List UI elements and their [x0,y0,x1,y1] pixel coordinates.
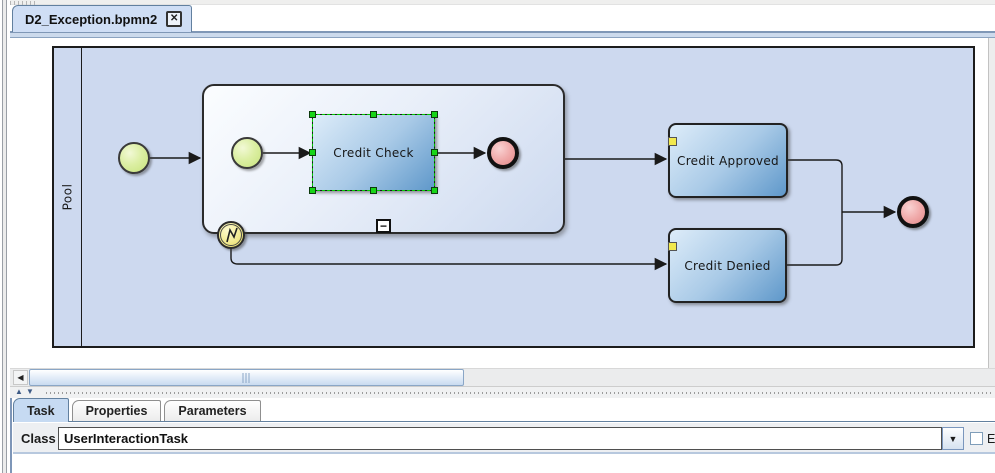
vertical-scrollbar-edge[interactable] [988,38,995,368]
selection-handle-n[interactable] [370,111,377,118]
tab-properties[interactable]: Properties [71,400,162,421]
flow-denied-to-merge [787,212,843,266]
task-credit-denied[interactable]: Credit Denied [668,228,787,303]
splitter-collapse-up-icon[interactable]: ▲ [15,387,23,396]
task-credit-approved[interactable]: Credit Approved [668,123,788,198]
task-credit-approved-label: Credit Approved [677,153,779,168]
editor-tab-title: D2_Exception.bpmn2 [25,11,158,27]
selection-handle-ne[interactable] [431,111,438,118]
selection-handle-sw[interactable] [309,187,316,194]
subprocess-collapse-icon[interactable]: − [376,219,391,233]
sequence-flows-layer[interactable] [10,38,988,368]
diagram-canvas: Pool − [10,38,988,368]
flow-boundary-to-denied [230,247,668,271]
selection-handle-nw[interactable] [309,111,316,118]
task-panel: Class ▼ Ex [13,421,995,473]
exclusive-checkbox[interactable] [970,432,983,445]
pool-label-band[interactable]: Pool [54,48,82,346]
tab-parameters[interactable]: Parameters [164,400,261,421]
splitpane-divider[interactable]: ▲ ▼ [10,387,995,398]
close-icon[interactable]: ✕ [166,11,183,27]
class-input[interactable] [58,427,942,450]
splitter-texture [46,392,993,394]
chevron-down-icon[interactable]: ▼ [942,427,964,450]
task-credit-check[interactable]: Credit Check [309,111,438,194]
end-event-final[interactable] [897,196,929,228]
task-credit-check-label: Credit Check [333,145,414,160]
toolbar-edge [0,0,995,5]
start-event-outer[interactable] [118,142,150,174]
tab-content-border [10,31,995,38]
error-boundary-event-icon [226,227,238,243]
selection-handle-se[interactable] [431,187,438,194]
selection-handle-w[interactable] [309,149,316,156]
horizontal-scrollbar[interactable]: ◀ [10,368,995,387]
scroll-left-icon[interactable]: ◀ [13,370,28,385]
tab-task-label: Task [27,403,55,418]
error-boundary-event[interactable] [217,221,245,249]
class-row: Class ▼ Ex [13,423,995,454]
selection-handle-s[interactable] [370,187,377,194]
start-event-subprocess[interactable] [231,137,263,169]
exclusive-checkbox-label: Ex [987,432,995,446]
tab-task[interactable]: Task [13,398,69,422]
scrollbar-grip-icon [242,373,251,383]
left-panel-border [0,0,10,473]
task-type-marker-icon [668,137,677,146]
toolbar-grip-dots [2,1,36,5]
horizontal-scrollbar-thumb[interactable] [29,369,464,386]
splitter-collapse-down-icon[interactable]: ▼ [26,387,34,396]
task-credit-denied-label: Credit Denied [684,258,771,273]
properties-tabbar: Task Properties Parameters [13,398,995,422]
flow-approved-to-merge [788,159,843,212]
selection-handle-e[interactable] [431,149,438,156]
class-label: Class [21,431,56,446]
editor-tab-d2-exception[interactable]: D2_Exception.bpmn2 ✕ [12,5,193,32]
tab-parameters-label: Parameters [178,404,247,418]
end-event-subprocess[interactable] [487,137,519,169]
tab-properties-label: Properties [85,404,148,418]
task-type-marker-icon [668,242,677,251]
